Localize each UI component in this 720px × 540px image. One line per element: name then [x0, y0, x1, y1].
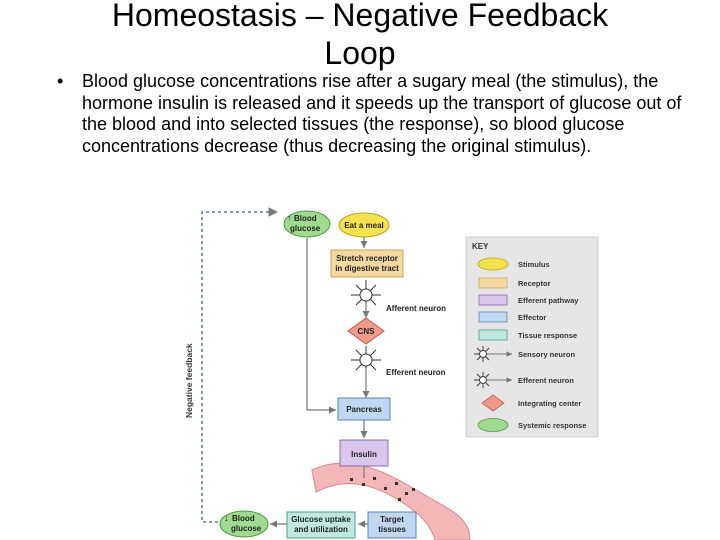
- blood-glucose-top-line-2: glucose: [290, 224, 321, 233]
- key-label-stimulus: Stimulus: [518, 260, 550, 269]
- cns-label: CNS: [358, 327, 376, 336]
- key-label-systemic-response: Systemic response: [518, 421, 586, 430]
- key-efferent-pathway-box: [478, 294, 508, 306]
- key-label-efferent-pathway: Efferent pathway: [518, 296, 579, 305]
- slide-title-line-2: Loop: [324, 35, 396, 71]
- key-sensory-neuron-icon: [474, 346, 512, 362]
- slide-title-line-1: Homeostasis – Negative Feedback: [111, 0, 609, 33]
- target-tissues-line-1: Target: [380, 515, 404, 524]
- stretch-receptor-line-1: Stretch receptor: [336, 254, 398, 263]
- key-effector-box: [478, 311, 508, 323]
- key-label-tissue-response: Tissue response: [518, 331, 577, 340]
- bullet-marker: •: [57, 71, 64, 91]
- bullet-text: Blood glucose concentrations rise after …: [82, 71, 682, 156]
- key-label-integrating-center: Integrating center: [518, 399, 581, 408]
- glucose-uptake-line-1: Glucose uptake: [291, 515, 351, 524]
- cns-diamond: [347, 317, 385, 345]
- insulin-box: [339, 439, 389, 467]
- stretch-receptor-line-2: in digestive tract: [335, 264, 399, 273]
- glucose-uptake-box: [286, 511, 356, 539]
- down-arrow-icon: ↓: [224, 513, 229, 523]
- target-tissues-box: [367, 511, 417, 539]
- afferent-neuron-label: Afferent neuron: [386, 304, 446, 313]
- key-receptor-box: [478, 277, 508, 289]
- stretch-receptor-box: [330, 249, 404, 278]
- eat-a-meal-label: Eat a meal: [344, 221, 384, 230]
- blood-glucose-top-oval: [283, 210, 331, 238]
- key-label-sensory-neuron: Sensory neuron: [518, 350, 576, 359]
- insulin-particles: [350, 477, 415, 501]
- up-arrow-icon: ↑: [287, 213, 292, 223]
- glucose-uptake-line-2: and utilization: [294, 525, 348, 534]
- blood-glucose-bottom-line-2: glucose: [231, 524, 262, 533]
- slide-title: Homeostasis – Negative Feedback Loop: [0, 0, 720, 72]
- key-stimulus-oval: [477, 257, 509, 271]
- blood-glucose-bottom-line-1: Blood: [232, 514, 255, 523]
- key-tissue-response-box: [478, 329, 508, 341]
- efferent-neuron-label: Efferent neuron: [386, 368, 446, 377]
- key-heading: KEY: [472, 242, 489, 251]
- key-label-receptor: Receptor: [518, 279, 551, 288]
- key-integrating-center-diamond: [481, 394, 505, 412]
- key-label-efferent-neuron: Efferent neuron: [518, 376, 574, 385]
- blood-glucose-top-line-1: Blood: [294, 214, 317, 223]
- key-label-effector: Effector: [518, 313, 546, 322]
- key-systemic-response-oval: [477, 418, 509, 432]
- negative-feedback-loop: [201, 207, 278, 523]
- blood-glucose-bottom-oval: [219, 510, 269, 538]
- pancreas-label: Pancreas: [346, 405, 382, 414]
- key-efferent-neuron-icon: [474, 372, 512, 388]
- target-tissues-line-2: tissues: [378, 525, 406, 534]
- insulin-label: Insulin: [351, 450, 377, 459]
- negative-feedback-label: Negative feedback: [184, 343, 194, 418]
